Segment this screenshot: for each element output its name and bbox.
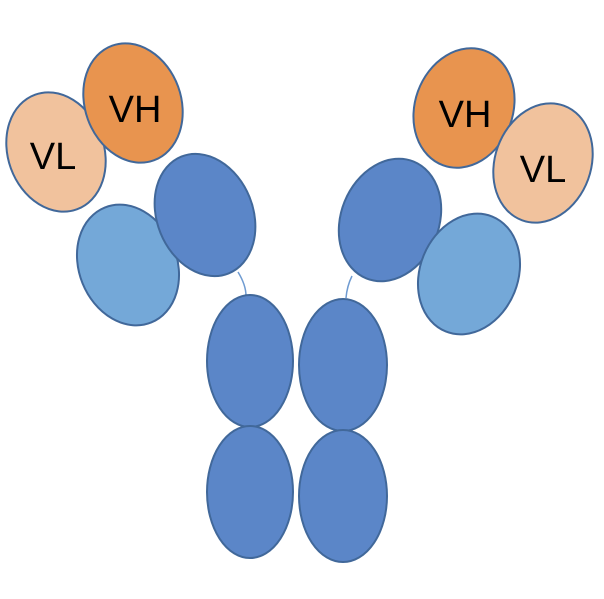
right-vh-label: VH: [439, 94, 492, 136]
left-hinge-line: [237, 271, 247, 297]
left-vh-label: VH: [109, 89, 162, 131]
left-heavy-chain-ch1-domain: [153, 152, 257, 278]
right-light-chain-constant-domain: [416, 212, 522, 336]
left-vh-domain: [82, 42, 184, 164]
left-heavy-chain-ch2-domain: [206, 294, 294, 428]
right-vl-domain: [492, 102, 594, 224]
right-heavy-chain-ch3-domain: [298, 429, 388, 563]
left-vl-label: VL: [30, 136, 76, 178]
right-vl-label: VL: [520, 149, 566, 191]
right-hinge-line: [345, 275, 353, 299]
left-heavy-chain-ch3-domain: [206, 425, 294, 559]
right-heavy-chain-ch2-domain: [298, 298, 388, 432]
